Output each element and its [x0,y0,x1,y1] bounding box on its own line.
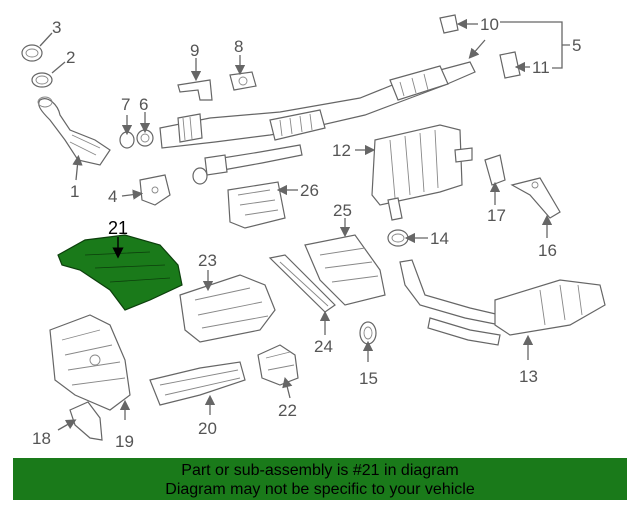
callout-21[interactable]: 21 [108,218,128,238]
callout-4[interactable]: 4 [108,187,117,206]
callout-7[interactable]: 7 [121,95,130,114]
part-4-bracket: 4 [108,174,171,206]
callout-22[interactable]: 22 [278,401,297,420]
callout-20[interactable]: 20 [198,419,217,438]
part-7-clamp: 7 [119,95,135,149]
callout-15[interactable]: 15 [359,369,378,388]
part-23-heat-shield: 23 [179,251,276,343]
callout-18[interactable]: 18 [32,429,51,448]
part-11-hanger: 11 [499,51,550,79]
part-22-shield: 22 [257,344,299,420]
callout-13[interactable]: 13 [519,367,538,386]
part-8-isolator: 8 [229,37,257,91]
callout-16[interactable]: 16 [538,241,557,260]
part-19-heat-shield: 19 [49,314,134,451]
callout-6[interactable]: 6 [139,95,148,114]
callout-1[interactable]: 1 [70,182,79,201]
callout-17[interactable]: 17 [487,206,506,225]
part-18-shield: 18 [32,401,103,448]
info-banner: Part or sub-assembly is #21 in diagram D… [13,458,627,500]
callout-12[interactable]: 12 [332,141,351,160]
callout-24[interactable]: 24 [314,337,333,356]
part-26-heat-shield: 26 [227,181,319,229]
y-pipe-assembly [159,61,476,185]
part-12-muffler: 12 [332,124,473,221]
callout-25[interactable]: 25 [333,201,352,220]
part-3-clamp: 3 [21,18,61,62]
part-10-bracket: 10 [439,14,499,34]
callout-19[interactable]: 19 [115,432,134,451]
part-24-heat-shield: 24 [268,254,336,356]
part-2-gasket: 2 [31,48,75,88]
callout-9[interactable]: 9 [190,41,199,60]
part-20-heat-shield: 20 [149,361,246,438]
part-16-bracket: 16 [510,177,561,260]
part-25-heat-shield: 25 [304,201,386,306]
callout-23[interactable]: 23 [198,251,217,270]
part-14-clamp: 14 [387,229,449,248]
callout-11[interactable]: 11 [532,58,550,77]
part-13-rear-muffler: 13 [399,259,606,386]
callout-26[interactable]: 26 [300,181,319,200]
callout-5[interactable]: 5 [572,36,581,55]
exhaust-parts-diagram: 3 2 1 7 6 9 8 [21,14,606,451]
callout-5-group: 5 [468,21,581,69]
part-17-hanger: 17 [484,154,506,225]
banner-line-2: Diagram may not be specific to your vehi… [165,481,475,498]
callout-3[interactable]: 3 [52,18,61,37]
part-21-heat-shield-highlighted[interactable]: 21 [57,218,183,311]
part-1-front-pipe: 1 [37,96,111,201]
callout-10[interactable]: 10 [480,15,499,34]
part-15-gasket: 15 [359,321,378,388]
callout-14[interactable]: 14 [430,229,449,248]
part-6-gasket: 6 [136,95,154,147]
callout-8[interactable]: 8 [234,37,243,56]
part-9-hanger: 9 [177,41,213,101]
banner-line-1: Part or sub-assembly is #21 in diagram [181,462,459,479]
callout-2[interactable]: 2 [66,48,75,67]
